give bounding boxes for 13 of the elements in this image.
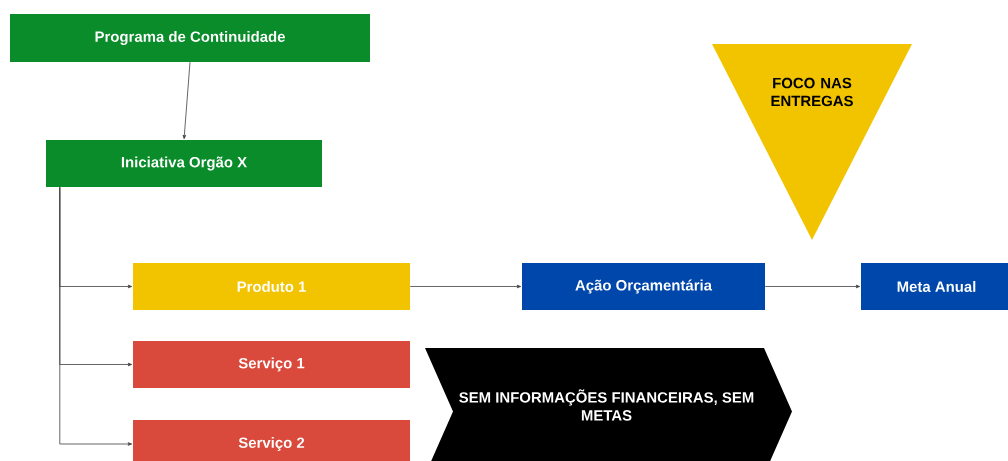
initiative-box: Iniciativa Orgão X (46, 140, 322, 187)
chevron-banner: SEM INFORMAÇÕES FINANCEIRAS, SEM METAS (425, 348, 792, 461)
arrow (59, 186, 133, 446)
arrow (182, 61, 191, 140)
arrow (764, 284, 861, 289)
goal-box: Meta Anual (861, 263, 1008, 310)
service-box: Serviço 2 (133, 420, 410, 461)
arrow (409, 284, 522, 289)
program-box: Programa de Continuidade (10, 14, 370, 62)
focus-triangle: FOCO NAS ENTREGAS (712, 44, 912, 240)
service-box: Serviço 1 (133, 341, 410, 388)
action-box: Ação Orçamentária (522, 263, 765, 310)
product-box: Produto 1 (133, 263, 410, 310)
